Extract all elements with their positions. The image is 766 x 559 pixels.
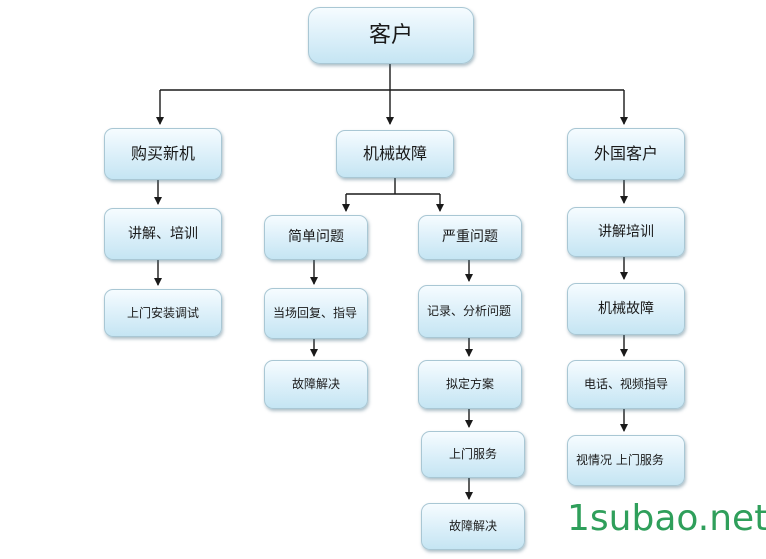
node-foreign-customer: 外国客户 (567, 128, 685, 180)
node-simple-step-1: 当场回复、指导 (264, 288, 368, 339)
node-foreign-step-1: 讲解培训 (567, 207, 685, 257)
node-simple-step-2: 故障解决 (264, 360, 368, 409)
node-serious-step-4: 故障解决 (421, 503, 525, 550)
node-foreign-step-2: 机械故障 (567, 283, 685, 335)
root-node: 客户 (308, 7, 474, 64)
node-new-machine: 购买新机 (104, 128, 222, 180)
node-mechanical-fault: 机械故障 (336, 130, 454, 178)
node-foreign-step-4: 视情况 上门服务 (567, 435, 685, 486)
node-new-step-1: 讲解、培训 (104, 208, 222, 260)
node-simple-problem: 简单问题 (264, 215, 368, 260)
node-foreign-step-3: 电话、视频指导 (567, 360, 685, 409)
node-new-step-2: 上门安装调试 (104, 289, 222, 337)
node-serious-problem: 严重问题 (418, 215, 522, 260)
watermark-text: 1subao.net (567, 498, 766, 539)
node-serious-step-3: 上门服务 (421, 431, 525, 478)
node-serious-step-2: 拟定方案 (418, 360, 522, 409)
node-serious-step-1: 记录、分析问题 (418, 285, 522, 338)
